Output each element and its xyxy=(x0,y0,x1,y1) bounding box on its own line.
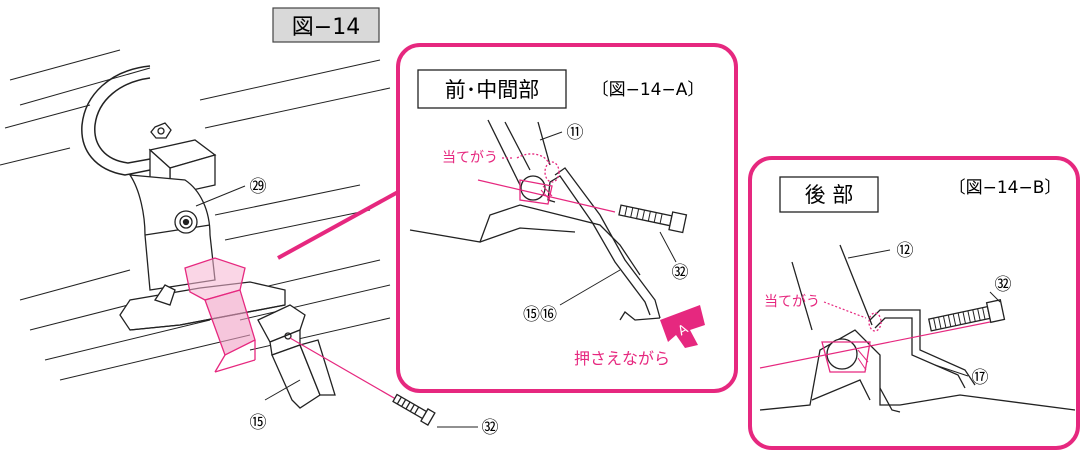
detail-b-label-12: ⑫ xyxy=(847,241,914,261)
svg-text:㉜: ㉜ xyxy=(482,418,499,438)
svg-text:⑮: ⑮ xyxy=(250,413,267,433)
main-view xyxy=(0,49,436,426)
detail-a-label-32: ㉜ xyxy=(659,231,689,283)
detail-b-caption: 〔図−14−B〕 xyxy=(949,178,1062,198)
top-nut xyxy=(150,122,172,139)
clip-15-part xyxy=(257,304,336,409)
tower-body xyxy=(128,174,216,291)
detail-a-note-press: 押さえながら xyxy=(574,349,670,368)
svg-text:㉙: ㉙ xyxy=(250,177,267,197)
svg-text:⑫: ⑫ xyxy=(897,241,914,261)
detail-b-label-17: ⑰ xyxy=(934,364,989,388)
figure-title-box: 図−14 xyxy=(272,7,380,43)
detail-a-label-11: ⑪ xyxy=(539,123,584,143)
detail-b-bolt-32 xyxy=(927,299,1006,332)
svg-text:⑪: ⑪ xyxy=(567,123,584,143)
svg-text:㉜: ㉜ xyxy=(672,263,689,283)
detail-b-pin xyxy=(821,338,871,373)
detail-a-title-box xyxy=(417,69,567,109)
label-29: ㉙ xyxy=(195,177,267,207)
label-15-main: ⑮ xyxy=(250,379,301,433)
detail-b-title: 後 部 xyxy=(805,183,854,207)
clip-15-installed xyxy=(184,257,256,373)
detail-a-label-15-16: ⑮⑯ xyxy=(523,269,621,325)
label-32-main: ㉜ xyxy=(437,418,499,438)
detail-a-contact-mark xyxy=(544,161,560,183)
detail-a-bracket xyxy=(409,204,641,276)
detail-b-title-box xyxy=(779,176,879,213)
detail-a-caption: 〔図−14−A〕 xyxy=(592,80,705,100)
detail-connector xyxy=(277,190,399,260)
svg-text:⑮⑯: ⑮⑯ xyxy=(523,305,557,325)
detail-a-title: 前･中間部 xyxy=(445,78,540,102)
detail-b-note-contact: 当てがう xyxy=(764,294,820,310)
detail-b-clip xyxy=(869,309,976,386)
bolt-32-main xyxy=(392,393,436,426)
bolt-29 xyxy=(174,210,198,234)
arrow-a-icon: A xyxy=(660,305,705,348)
detail-a-panel: 前･中間部 〔図−14−A〕 xyxy=(396,43,738,393)
detail-a-note-contact: 当てがう xyxy=(442,150,498,166)
detail-a-bolt-32 xyxy=(618,204,688,234)
detail-b-bracket xyxy=(759,329,1076,411)
detail-b-panel: 後 部 〔図−14−B〕 xyxy=(748,156,1080,450)
svg-text:㉜: ㉜ xyxy=(995,275,1012,295)
detail-b-contact-mark xyxy=(868,312,882,332)
figure-title: 図−14 xyxy=(292,15,360,40)
u-bar xyxy=(81,65,201,176)
svg-text:⑰: ⑰ xyxy=(972,368,989,388)
detail-b-label-32: ㉜ xyxy=(989,275,1012,303)
detail-a-clip xyxy=(554,167,661,319)
